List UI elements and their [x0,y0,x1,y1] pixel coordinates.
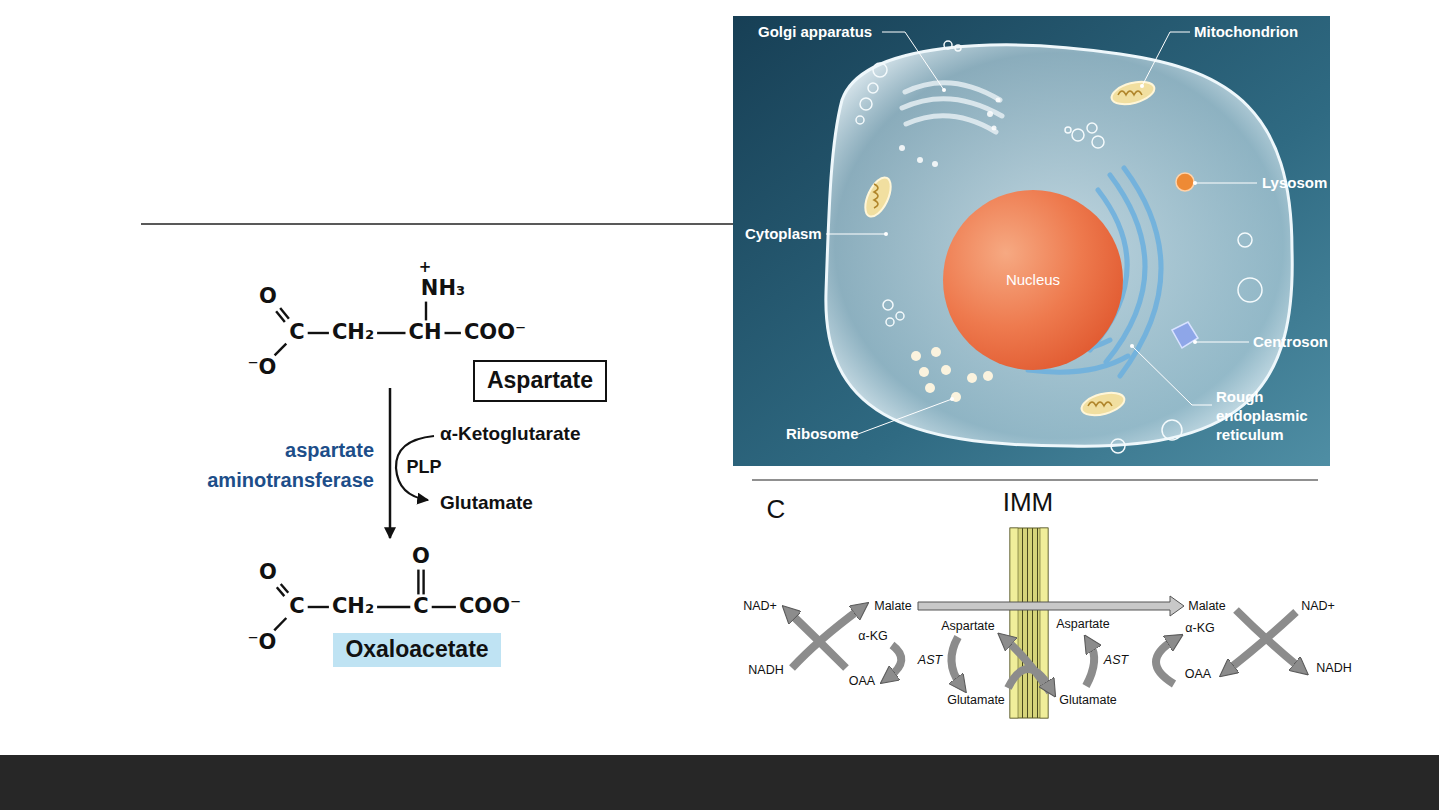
centrosome [1172,322,1198,348]
metabolite-label: Aspartate [941,619,995,634]
atom-label: ⁻O [248,355,277,380]
metabolite-label: NADH [1316,661,1351,676]
lipid-heads [1010,528,1048,718]
metabolite-label: OAA [849,674,875,689]
metabolite-label: OAA [1185,667,1211,682]
metabolite-label: Malate [1188,599,1226,614]
chemical-bond [308,332,329,334]
shuttle-figure [790,528,1300,718]
metabolite-label: AST [918,653,942,668]
organelle-label: Ribosome [786,425,859,443]
chemical-bond [432,606,456,608]
charge-label: + [419,258,432,276]
product-label: Glutamate [440,492,533,515]
group-label: CH [409,320,442,345]
golgi-apparatus [902,83,1002,132]
mitochondria [860,78,1157,420]
group-label: NH₃ [421,276,465,301]
metabolite-label: α-KG [858,629,887,644]
metabolite-label: α-KG [1185,621,1214,636]
chemical-bond [417,570,419,595]
metabolite-label: Glutamate [1059,693,1117,708]
organelle-label: Lysosom [1262,174,1327,192]
chemical-bond [445,332,461,334]
atom-label: C [413,594,428,619]
vesicle-dots [899,98,1001,168]
chemical-bond [276,311,285,322]
atom-label: C [289,594,304,619]
compound-box: Oxaloacetate [333,633,500,667]
cofactor-label: PLP [406,457,441,479]
node-text: Nucleus [1006,271,1060,289]
metabolite-label: AST [1104,653,1128,668]
organelle-label: Centroson [1253,333,1328,351]
atom-label: C [289,320,304,345]
chemical-bond [275,344,287,356]
chemical-bond [377,606,410,608]
chemical-bond [274,618,286,630]
cell-illustration [733,16,1330,466]
inner-membrane [1010,528,1048,718]
metabolite-label: Aspartate [1056,617,1110,632]
lysosome [1176,173,1194,191]
cell-membrane [826,45,1292,446]
atom-label: ⁻O [248,630,277,655]
organelle-label: Cytoplasm [745,225,822,243]
organelle-label: Golgi apparatus [758,23,872,41]
metabolite-label: Glutamate [947,693,1005,708]
reaction-arrow [389,388,392,538]
metabolite-label: Malate [874,599,912,614]
atom-label: O [412,544,430,569]
metabolite-label: NAD+ [1301,599,1335,614]
chemical-bond [377,332,405,334]
enzyme-label: aspartate aminotransferase [174,435,374,495]
reaction-curves [790,609,1300,692]
divider-line [752,479,1318,480]
node-text: Oxaloacetate [345,636,488,664]
atom-label: O [259,560,277,585]
divider-line [141,223,733,225]
organelle-label: Mitochondrion [1194,23,1298,41]
group-label: COO⁻ [459,594,521,619]
organelle-label: Rough endoplasmic reticulum [1216,388,1321,444]
nucleus-circle: Nucleus [943,190,1123,370]
transport-arrow [918,596,1184,616]
metabolite-label: NAD+ [743,599,777,614]
node-text: Aspartate [487,367,593,395]
group-label: CH₂ [332,320,374,345]
atom-label: O [259,284,277,309]
footer-band [0,755,1439,810]
group-label: COO⁻ [464,320,526,345]
compound-box: Aspartate [473,360,607,402]
chemical-bond [425,302,427,321]
panel-label: IMM [1003,487,1054,518]
leader-dots [884,84,1197,401]
panel-label: C [767,494,786,525]
group-label: CH₂ [332,594,374,619]
substrate-label: α-Ketoglutarate [440,423,580,446]
ribosomes [911,347,993,402]
metabolite-label: NADH [748,663,783,678]
vesicles [856,41,1262,453]
chemical-bond [422,570,424,595]
leader-lines [826,32,1257,434]
image-panel [733,16,1330,466]
chemical-bond [277,587,285,596]
chemical-bond [308,606,329,608]
